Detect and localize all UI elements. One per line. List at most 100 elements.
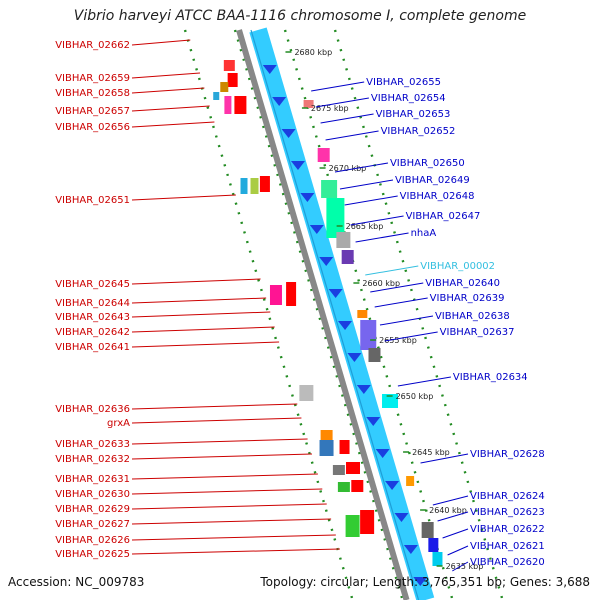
gene-label-left: VIBHAR_02633	[55, 439, 130, 450]
gene-label-right: VIBHAR_02649	[395, 175, 470, 186]
gene-label-left: VIBHAR_02645	[55, 279, 130, 290]
gene-label-left: VIBHAR_02625	[55, 549, 130, 560]
gene-label-left: VIBHAR_02627	[55, 519, 130, 530]
strand-arrow	[413, 577, 428, 586]
gene-feature	[227, 73, 238, 87]
strand-arrow	[394, 513, 409, 522]
gene-feature	[406, 476, 415, 486]
leader-line	[437, 511, 469, 522]
gene-label-right: VIBHAR_02634	[453, 372, 528, 383]
gene-feature	[220, 82, 229, 92]
strand-arrow	[290, 161, 305, 170]
map-title: Vibrio harveyi ATCC BAA-1116 chromosome …	[73, 8, 527, 24]
leader-line	[339, 179, 394, 190]
leader-line	[452, 561, 469, 572]
gene-feature	[299, 385, 314, 401]
gene-feature	[326, 198, 345, 238]
gene-feature	[421, 522, 434, 538]
gene-feature	[360, 510, 375, 534]
leader-line	[350, 215, 404, 226]
gene-label-left: VIBHAR_02658	[55, 88, 130, 99]
gene-feature	[303, 100, 314, 108]
leader-line	[325, 130, 379, 141]
leader-line	[131, 105, 210, 112]
strand-arrow	[262, 65, 277, 74]
leader-line	[131, 194, 236, 201]
strand-arrow	[319, 257, 334, 266]
accession-text: Accession: NC_009783	[8, 575, 145, 589]
sequence-axis	[249, 27, 435, 600]
gene-label-right: nhaA	[411, 228, 437, 239]
gene-feature	[259, 176, 270, 192]
leader-line	[131, 438, 308, 445]
gene-label-left: VIBHAR_02630	[55, 489, 130, 500]
leader-line	[131, 311, 271, 318]
leader-line	[131, 297, 267, 304]
leader-line	[131, 39, 191, 46]
kbp-tick-label: 2650 kbp	[396, 392, 434, 401]
leader-line	[131, 548, 340, 555]
gene-label-right: VIBHAR_02638	[435, 311, 510, 322]
strand-arrow	[366, 417, 381, 426]
leader-line	[344, 195, 398, 206]
gene-label-right: VIBHAR_02640	[425, 278, 500, 289]
gene-feature	[319, 440, 334, 456]
strand-arrow	[281, 129, 296, 138]
gene-feature	[360, 320, 377, 350]
gene-label-right: VIBHAR_02652	[381, 126, 456, 137]
gene-label-left: VIBHAR_02657	[55, 106, 130, 117]
leader-line	[365, 265, 419, 276]
feature-layer	[213, 60, 443, 586]
gene-label-left: VIBHAR_02651	[55, 195, 130, 206]
leader-line	[131, 488, 323, 495]
gene-label-right: VIBHAR_02620	[470, 557, 545, 568]
gene-feature	[269, 285, 282, 305]
leader-line	[355, 232, 409, 243]
gene-feature	[320, 430, 333, 440]
gene-label-right: VIBHAR_02650	[390, 158, 465, 169]
kbp-tick-label: 2670 kbp	[329, 164, 367, 173]
leader-line	[420, 453, 469, 464]
gene-feature	[250, 178, 259, 194]
strand-arrow	[375, 449, 390, 458]
gene-label-right: VIBHAR_02653	[376, 109, 451, 120]
gene-feature	[368, 348, 381, 362]
leader-line	[374, 297, 428, 308]
gene-feature	[224, 96, 232, 114]
leader-line	[447, 545, 469, 556]
gene-feature	[341, 250, 354, 264]
leader-line	[131, 326, 275, 333]
gene-feature	[240, 178, 248, 194]
gene-label-left: VIBHAR_02656	[55, 122, 130, 133]
strand-arrow	[272, 97, 287, 106]
leader-line	[379, 315, 434, 326]
gene-feature	[317, 148, 330, 162]
leader-line	[384, 331, 438, 342]
gene-label-left: VIBHAR_02632	[55, 454, 130, 465]
gene-label-right: VIBHAR_02648	[400, 191, 475, 202]
topology-summary: Topology: circular; Length: 3,765,351 bp…	[260, 575, 590, 589]
gene-label-left: grxA	[107, 418, 130, 429]
leader-line	[131, 534, 336, 541]
gene-feature	[357, 310, 368, 318]
track-layer	[183, 27, 504, 600]
gene-feature	[234, 96, 247, 114]
gene-feature	[337, 482, 350, 492]
strand-arrow	[356, 385, 371, 394]
kbp-tick-label: 2655 kbp	[379, 336, 417, 345]
gene-label-layer: VIBHAR_02662VIBHAR_02659VIBHAR_02658VIBH…	[55, 39, 545, 572]
gene-label-right: VIBHAR_00002	[420, 261, 495, 272]
gene-label-left: VIBHAR_02659	[55, 73, 130, 84]
gene-feature	[382, 394, 399, 408]
gene-feature	[432, 552, 443, 566]
kbp-tick-label: 2640 kbp	[429, 506, 467, 515]
leader-line	[131, 503, 327, 510]
gene-label-left: VIBHAR_02629	[55, 504, 130, 515]
gene-label-left: VIBHAR_02662	[55, 40, 130, 51]
leader-line	[131, 87, 205, 94]
gene-feature	[351, 480, 364, 492]
leader-line	[131, 417, 302, 424]
kbp-tick-label: 2680 kbp	[294, 48, 332, 57]
